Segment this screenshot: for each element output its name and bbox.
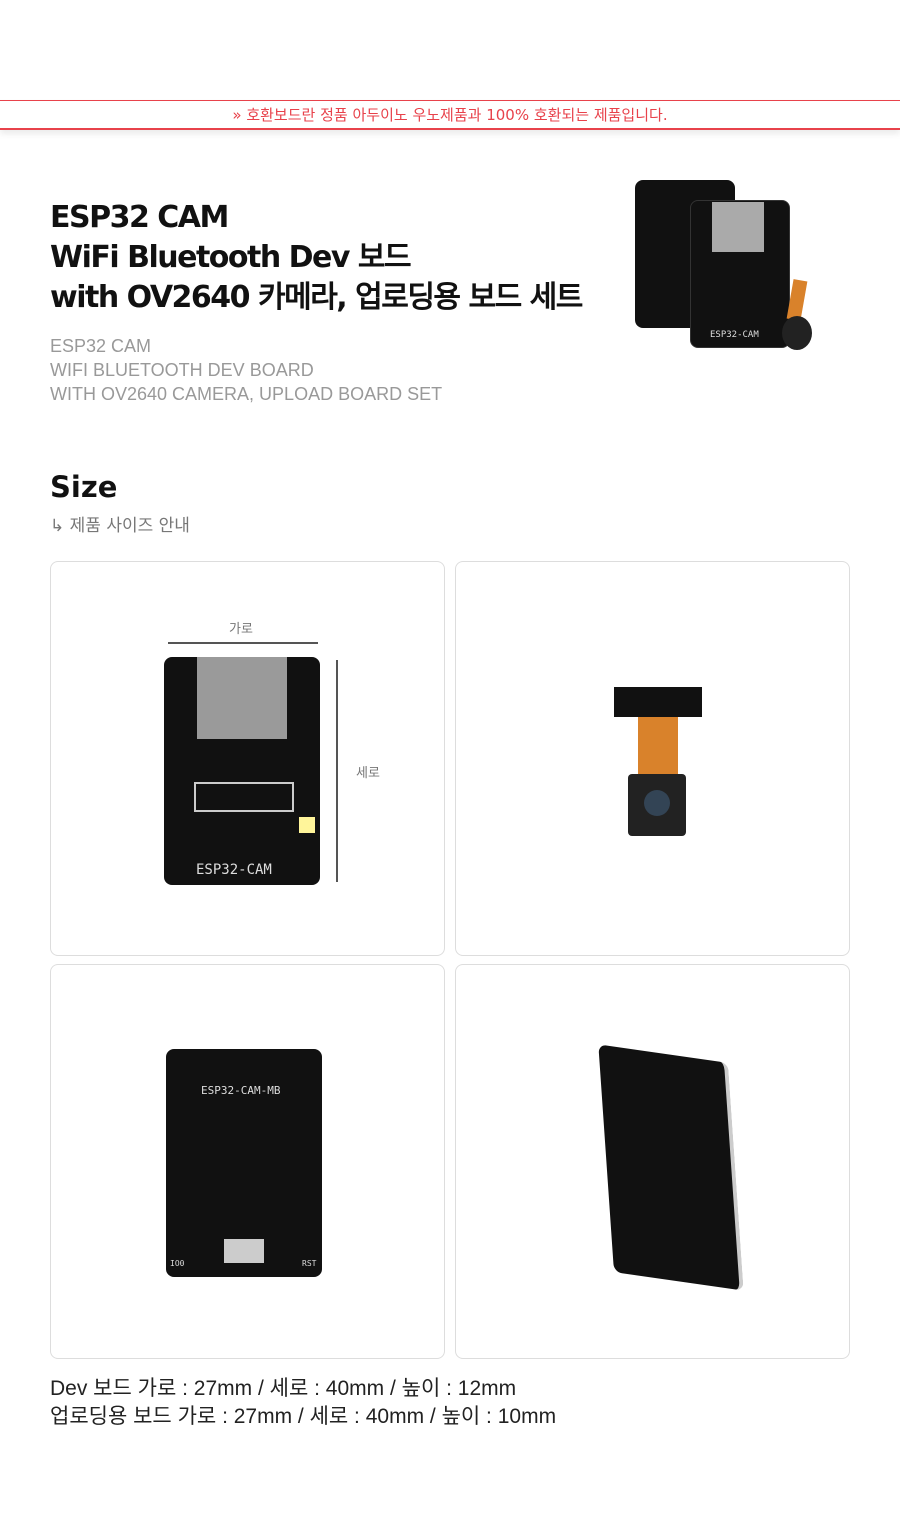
upload-board-angle-card xyxy=(455,964,850,1359)
product-title: ESP32 CAM WiFi Bluetooth Dev 보드 with OV2… xyxy=(50,198,583,318)
subtitle-line: WITH OV2640 CAMERA, UPLOAD BOARD SET xyxy=(50,384,443,404)
esp32-cam-board-image: ESP32-CAM xyxy=(164,657,320,885)
product-hero-image: ESP32-CAM xyxy=(630,180,860,355)
board-label: ESP32-CAM xyxy=(710,330,759,340)
height-label: 세로 xyxy=(356,766,380,781)
size-subheading: ↳ 제품 사이즈 안내 xyxy=(50,516,190,536)
size-specs: Dev 보드 가로 : 27mm / 세로 : 40mm / 높이 : 12mm… xyxy=(50,1375,556,1431)
title-line: with OV2640 카메라, 업로딩용 보드 세트 xyxy=(50,280,583,315)
size-heading: Size xyxy=(50,470,118,504)
subtitle-line: ESP32 CAM xyxy=(50,336,152,356)
board-label: ESP32-CAM-MB xyxy=(201,1084,281,1097)
dev-board-dimension-card: 가로 세로 ESP32-CAM xyxy=(50,561,445,956)
board-label: RST xyxy=(302,1259,317,1268)
upload-board-card: ESP32-CAM-MB IO0 RST xyxy=(50,964,445,1359)
camera-module-card xyxy=(455,561,850,956)
title-line: ESP32 CAM xyxy=(50,200,229,235)
spec-line: Dev 보드 가로 : 27mm / 세로 : 40mm / 높이 : 12mm xyxy=(50,1377,517,1400)
compatibility-banner: » 호환보드란 정품 아두이노 우노제품과 100% 호환되는 제품입니다. xyxy=(0,100,900,130)
product-subtitle: ESP32 CAM WIFI BLUETOOTH DEV BOARD WITH … xyxy=(50,334,442,406)
board-label: IO0 xyxy=(170,1259,185,1268)
board-label: ESP32-CAM xyxy=(196,862,272,878)
width-label: 가로 xyxy=(229,622,253,637)
subtitle-line: WIFI BLUETOOTH DEV BOARD xyxy=(50,360,314,380)
title-line: WiFi Bluetooth Dev 보드 xyxy=(50,240,412,275)
spec-line: 업로딩용 보드 가로 : 27mm / 세로 : 40mm / 높이 : 10m… xyxy=(50,1405,557,1428)
